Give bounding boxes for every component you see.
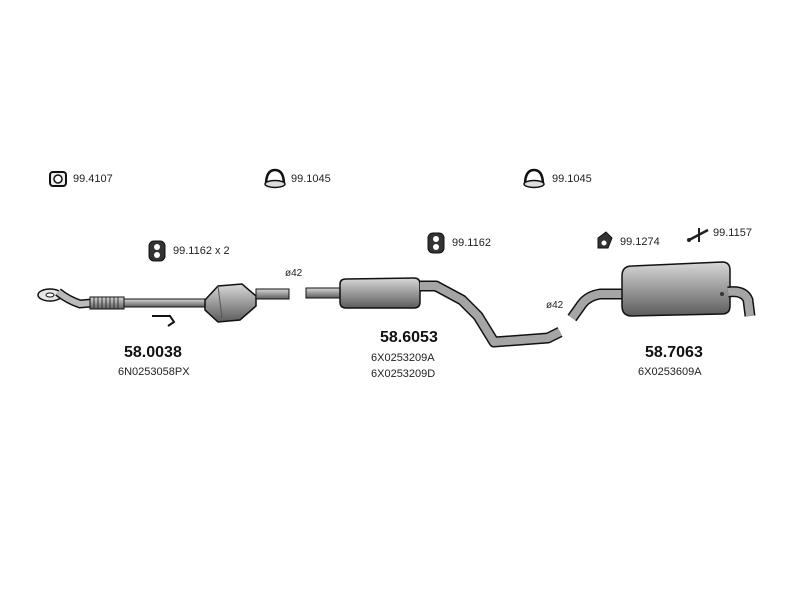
diameter-label-rear: ø42 xyxy=(546,300,564,311)
rubber-hanger-icon xyxy=(148,240,166,262)
rubber-hanger-icon xyxy=(597,231,613,249)
middle-part-ref: 6X0253209A xyxy=(371,352,435,364)
front-part-code: 58.0038 xyxy=(124,344,182,361)
diameter-label-front: ø42 xyxy=(285,268,303,279)
bracket-icon xyxy=(687,228,709,242)
ring-clamp-label: 99.4107 xyxy=(73,173,113,185)
rear-hanger-label: 99.1274 xyxy=(620,236,660,248)
u-clamp-label: 99.1045 xyxy=(552,173,592,185)
u-clamp-label: 99.1045 xyxy=(291,173,331,185)
ring-clamp-icon xyxy=(49,171,67,187)
u-clamp-icon xyxy=(264,168,286,189)
rubber-hanger-icon xyxy=(427,232,445,254)
front-hanger-label: 99.1162 x 2 xyxy=(173,245,230,257)
rear-part-code: 58.7063 xyxy=(645,344,703,361)
bracket-label: 99.1157 xyxy=(713,227,752,239)
middle-part-code: 58.6053 xyxy=(380,329,438,346)
middle-hanger-label: 99.1162 xyxy=(452,237,491,249)
u-clamp-icon xyxy=(523,168,545,189)
front-pipe-catalyst xyxy=(37,283,290,327)
front-part-ref: 6N0253058PX xyxy=(118,366,190,378)
rear-silencer xyxy=(567,261,756,322)
rear-part-ref: 6X0253609A xyxy=(638,366,702,378)
middle-part-ref: 6X0253209D xyxy=(371,368,436,380)
middle-silencer xyxy=(305,277,563,348)
